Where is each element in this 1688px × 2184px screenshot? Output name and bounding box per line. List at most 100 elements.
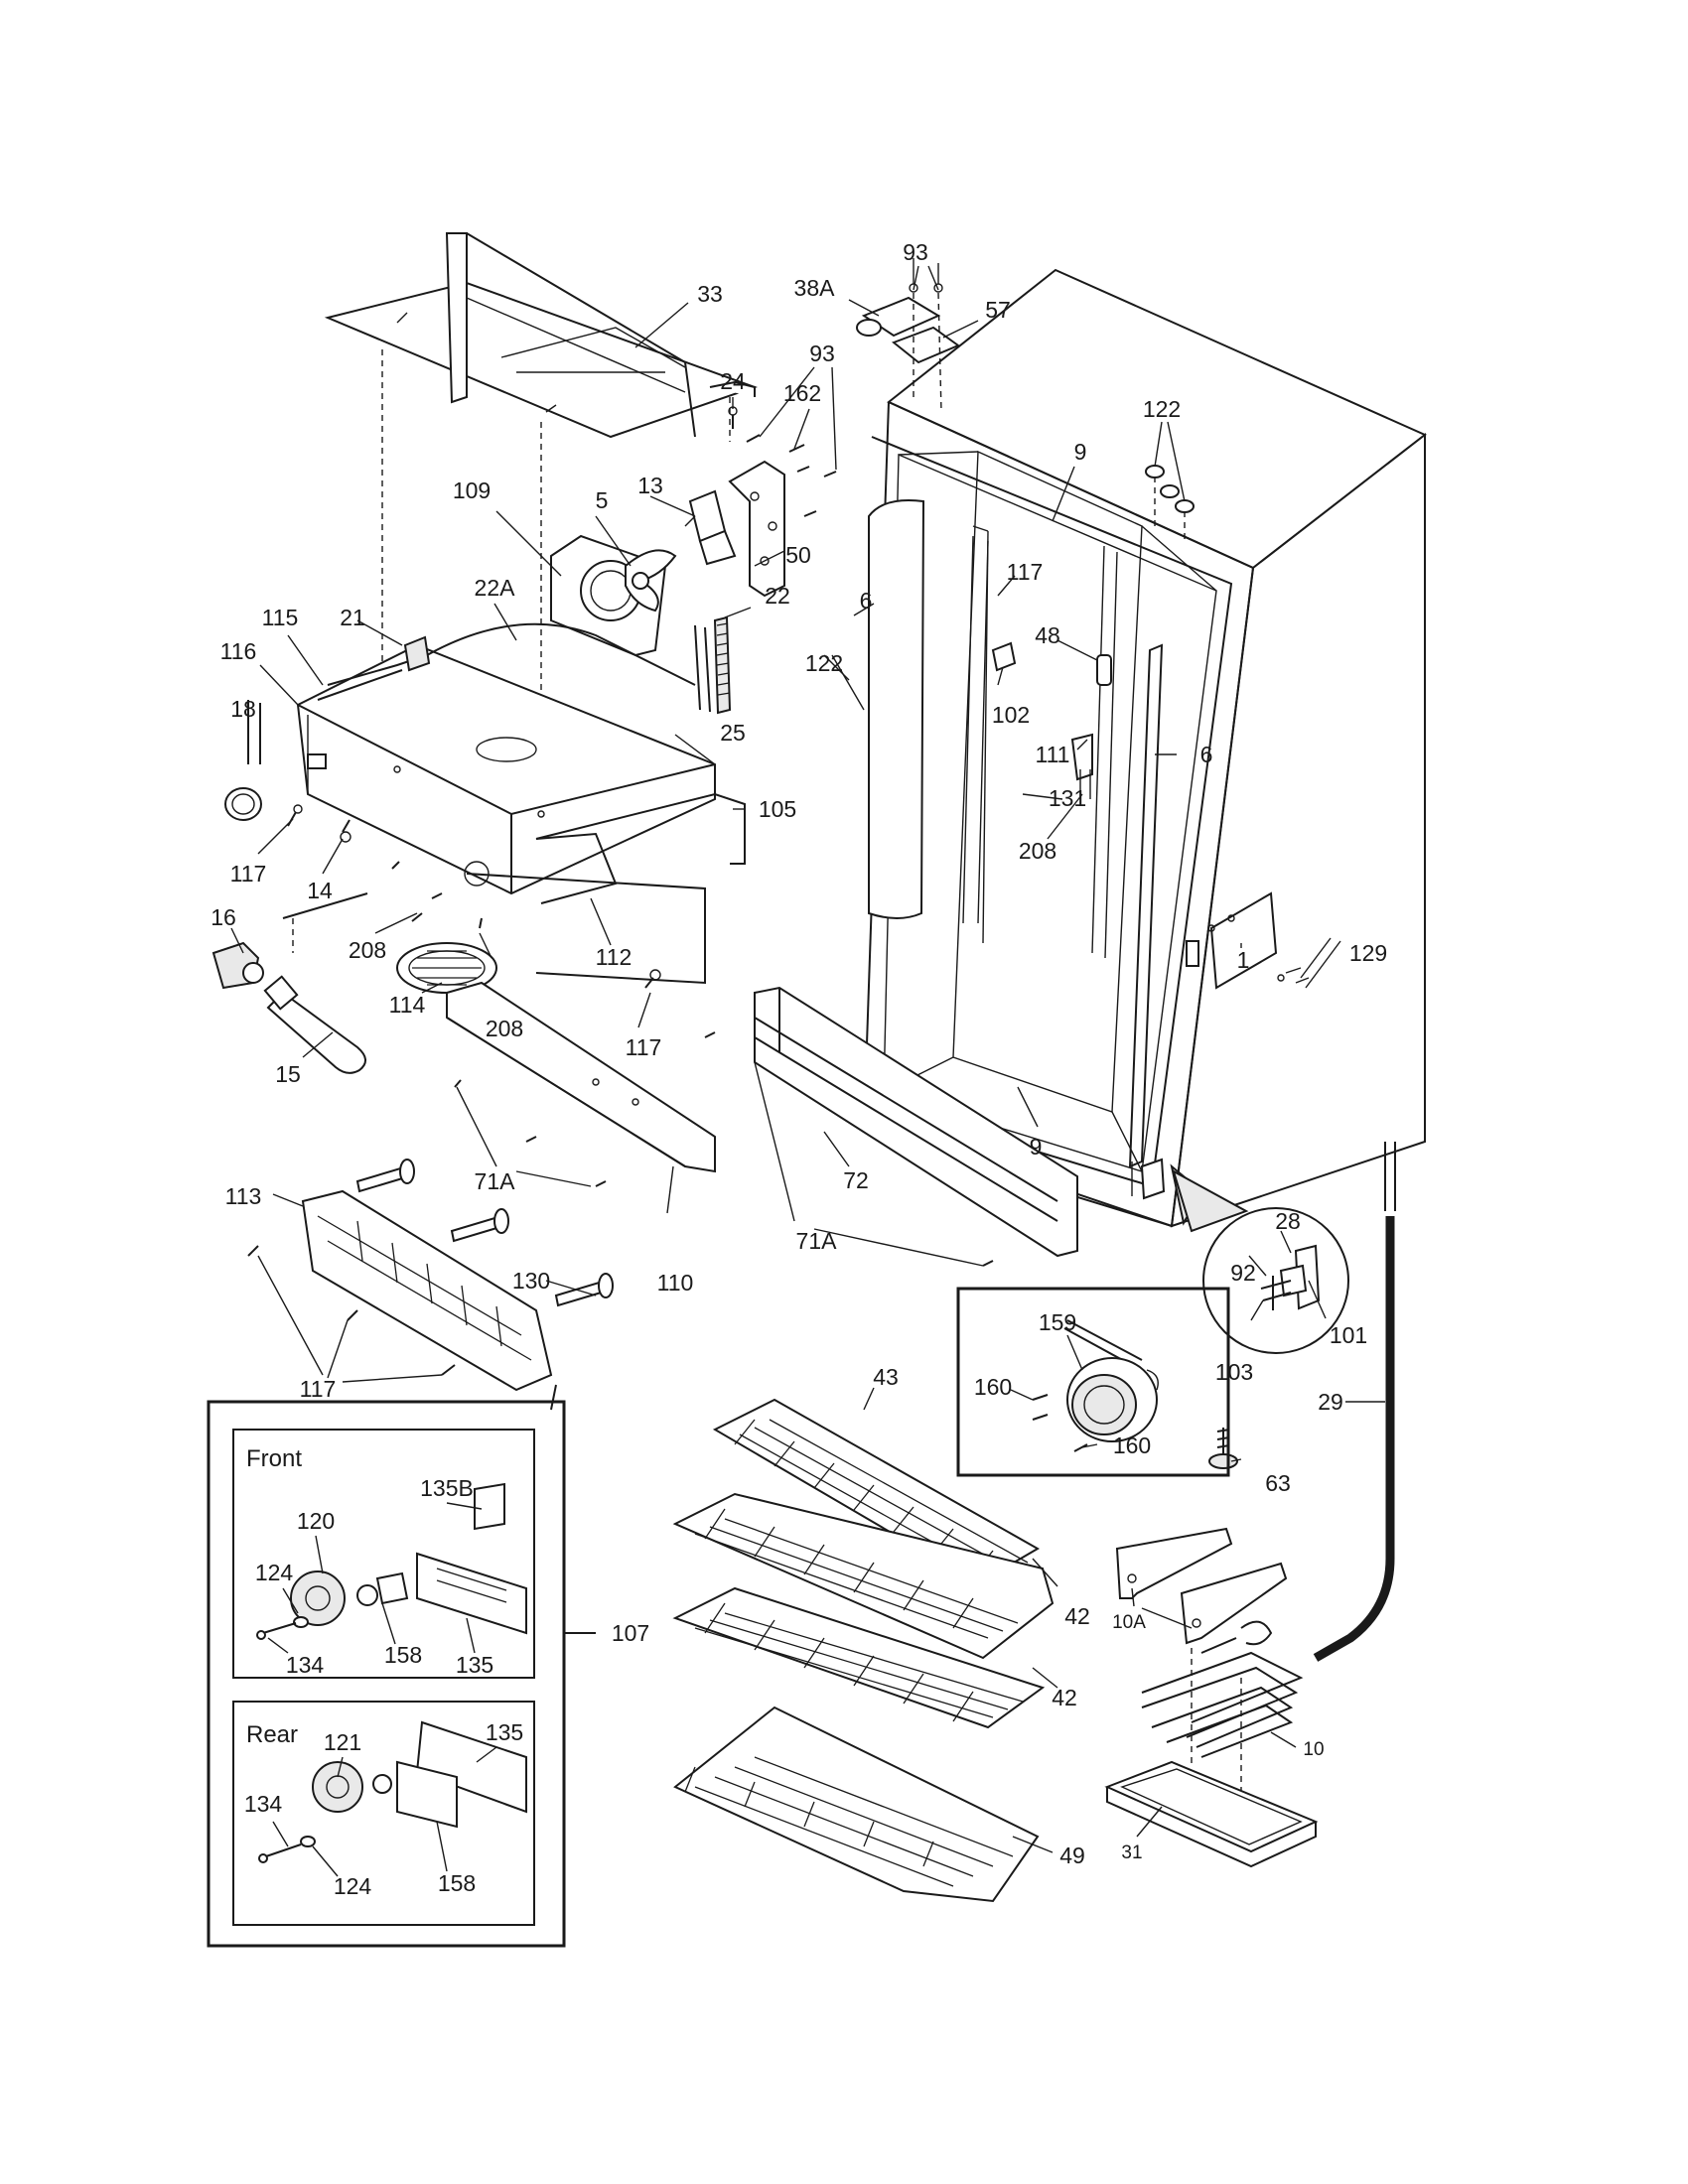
label-101: 101	[1330, 1322, 1367, 1348]
label-10A: 10A	[1112, 1612, 1146, 1633]
inset-front-title: Front	[246, 1445, 302, 1472]
label-102: 102	[992, 702, 1030, 728]
fan-motor-13	[684, 489, 737, 566]
base-grille-113	[301, 1189, 557, 1411]
drain-pan-31	[1104, 1760, 1319, 1868]
label-162: 162	[783, 380, 821, 406]
label-5: 5	[596, 487, 609, 513]
label-21: 21	[340, 605, 365, 630]
small-fasteners	[287, 804, 661, 989]
label-105: 105	[759, 796, 796, 822]
ring-18	[224, 700, 262, 821]
wire-harness-22A	[317, 622, 696, 701]
label-117: 117	[230, 861, 267, 887]
label-112: 112	[596, 944, 633, 970]
label-42: 42	[1064, 1603, 1090, 1629]
label-49: 49	[1059, 1843, 1085, 1868]
label-14: 14	[307, 878, 333, 903]
fan-blade-5	[625, 549, 677, 613]
light-bulb-15	[263, 975, 366, 1074]
trim-72	[754, 986, 1078, 1258]
caster-inset-107	[207, 1400, 596, 1948]
label-134: 134	[244, 1791, 283, 1817]
label-122: 122	[805, 650, 843, 676]
label-115: 115	[262, 605, 299, 630]
kickplate-110	[446, 981, 716, 1173]
label-13: 13	[637, 473, 663, 498]
label-130: 130	[512, 1268, 550, 1294]
label-116: 116	[220, 638, 257, 664]
label-9: 9	[1030, 1134, 1043, 1160]
label-29: 29	[1318, 1389, 1343, 1415]
defrost-heater-10	[1141, 1620, 1304, 1758]
part-48	[1096, 654, 1112, 686]
label-103: 103	[1215, 1359, 1253, 1385]
label-22A: 22A	[475, 575, 516, 601]
inset-rear-title: Rear	[246, 1721, 298, 1748]
inset-front-labels: Front 135B 120 124 134 158 135	[246, 1445, 493, 1678]
label-135: 135	[456, 1652, 493, 1678]
part-102	[991, 641, 1017, 672]
label-160: 160	[974, 1374, 1012, 1400]
label-71A: 71A	[475, 1168, 516, 1194]
thermometer-inset	[956, 1287, 1230, 1477]
motor-bracket-50	[728, 460, 785, 598]
label-57: 57	[985, 297, 1011, 323]
label-31: 31	[1121, 1843, 1142, 1863]
rollers-130	[355, 1159, 614, 1307]
label-43: 43	[873, 1364, 899, 1390]
label-10: 10	[1303, 1739, 1324, 1760]
label-9: 9	[1074, 439, 1087, 465]
label-1: 1	[1237, 947, 1250, 973]
label-124: 124	[255, 1560, 294, 1585]
top-hinge	[856, 258, 961, 413]
label-110: 110	[657, 1270, 694, 1296]
label-135B: 135B	[420, 1475, 474, 1501]
label-22: 22	[765, 583, 790, 609]
label-117: 117	[626, 1034, 662, 1060]
label-24: 24	[720, 368, 746, 394]
label-113: 113	[225, 1183, 262, 1209]
panel-112	[466, 873, 706, 985]
label-48: 48	[1035, 622, 1060, 648]
label-18: 18	[230, 696, 256, 722]
label-71A: 71A	[796, 1228, 838, 1254]
label-124: 124	[334, 1873, 372, 1899]
label-159: 159	[1039, 1309, 1076, 1335]
label-6: 6	[860, 588, 873, 614]
hinge-detail-circle	[1170, 1163, 1349, 1354]
label-42: 42	[1052, 1685, 1077, 1710]
label-160: 160	[1113, 1433, 1151, 1458]
screws-122-top	[1145, 465, 1195, 541]
label-93: 93	[809, 341, 835, 366]
callout-labels: 93 38A 57 33 24 93 162 122 9 13 109 5 50…	[211, 239, 1387, 1868]
label-15: 15	[275, 1061, 301, 1087]
label-208: 208	[486, 1016, 523, 1041]
label-208: 208	[1019, 838, 1056, 864]
label-111: 111	[1036, 742, 1070, 767]
label-28: 28	[1275, 1208, 1301, 1234]
gasket-22	[694, 615, 732, 715]
leader-lines	[230, 265, 1385, 1853]
inset-rear-labels: Rear 121 135 134 124 158	[244, 1719, 523, 1899]
label-117: 117	[1007, 559, 1044, 585]
label-129: 129	[1349, 940, 1387, 966]
label-93: 93	[903, 239, 928, 265]
control-housing-25	[296, 643, 716, 895]
label-63: 63	[1265, 1470, 1291, 1496]
screws-71A	[454, 1031, 994, 1267]
label-135: 135	[486, 1719, 523, 1745]
label-92: 92	[1230, 1260, 1256, 1286]
label-25: 25	[720, 720, 746, 746]
part-111	[1070, 733, 1093, 799]
label-6: 6	[1200, 742, 1213, 767]
label-158: 158	[384, 1642, 422, 1668]
power-cord-29	[1313, 1142, 1396, 1662]
label-121: 121	[324, 1729, 361, 1755]
label-131: 131	[1049, 785, 1086, 811]
screws-117-base	[247, 1245, 456, 1376]
label-158: 158	[438, 1870, 476, 1896]
panel-105	[535, 792, 746, 904]
